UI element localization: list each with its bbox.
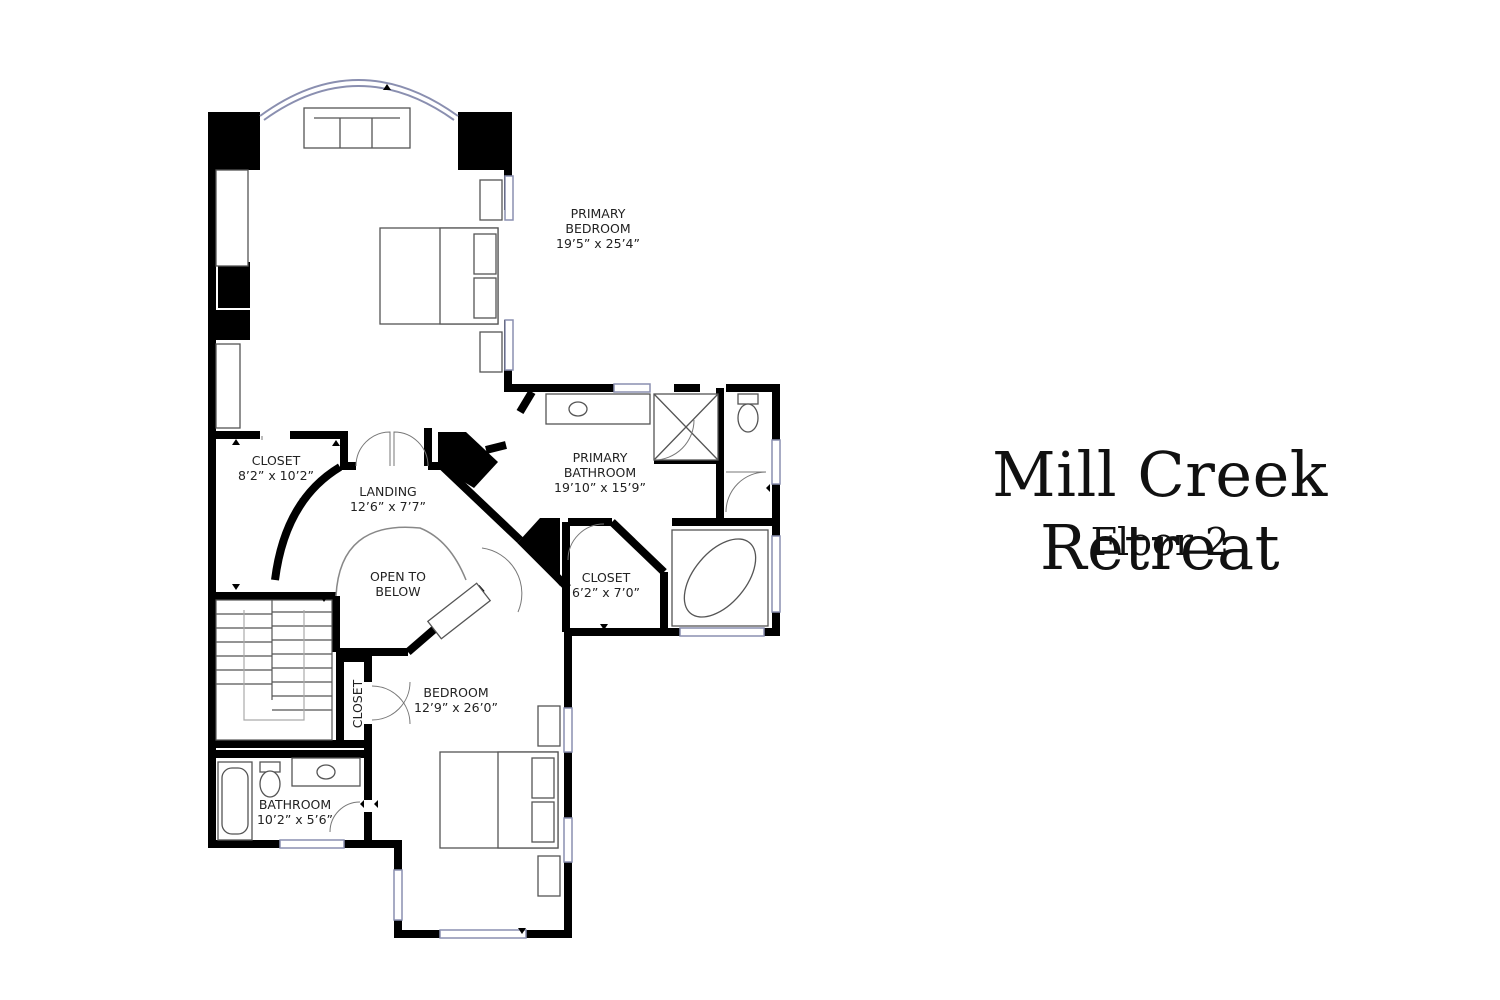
bedroom-label: BEDROOM xyxy=(423,685,488,700)
fixtures xyxy=(215,107,769,897)
open-to-below-rail xyxy=(335,526,467,597)
plan-title: Mill Creek Retreat xyxy=(992,438,1328,584)
primary-bathroom-size: 19’10” x 15’9” xyxy=(554,480,646,495)
bay-window xyxy=(259,79,459,121)
primary-bedroom-label-1: PRIMARY xyxy=(571,206,626,221)
closet-small-label: CLOSET xyxy=(350,679,365,728)
bathroom-label: BATHROOM xyxy=(259,797,331,812)
primary-bedroom-size: 19’5” x 25’4” xyxy=(556,236,640,251)
bathroom-size: 10’2” x 5’6” xyxy=(257,812,333,827)
open-to-below-label-1: OPEN TO xyxy=(370,569,426,584)
doors xyxy=(261,419,767,833)
landing-label: LANDING xyxy=(359,484,417,499)
wall-blocks xyxy=(208,112,560,586)
room-labels: PRIMARY BEDROOM 19’5” x 25’4” PRIMARY BA… xyxy=(238,206,646,827)
landing-size: 12’6” x 7’7” xyxy=(350,499,426,514)
windows xyxy=(279,175,781,939)
closet-mid-label: CLOSET xyxy=(582,570,631,585)
closet-mid-size: 6’2” x 7’0” xyxy=(572,585,640,600)
closet-left-size: 8’2” x 10’2” xyxy=(238,468,314,483)
bedroom-size: 12’9” x 26’0” xyxy=(414,700,498,715)
primary-bathroom-label-2: BATHROOM xyxy=(564,465,636,480)
stairs xyxy=(215,599,333,741)
primary-bedroom-label-2: BEDROOM xyxy=(565,221,630,236)
primary-bathroom-label-1: PRIMARY xyxy=(573,450,628,465)
floor-subtitle: Floor 2 xyxy=(1090,520,1230,564)
door-markers xyxy=(232,84,770,934)
closet-left-label: CLOSET xyxy=(252,453,301,468)
open-to-below-label-2: BELOW xyxy=(375,584,420,599)
